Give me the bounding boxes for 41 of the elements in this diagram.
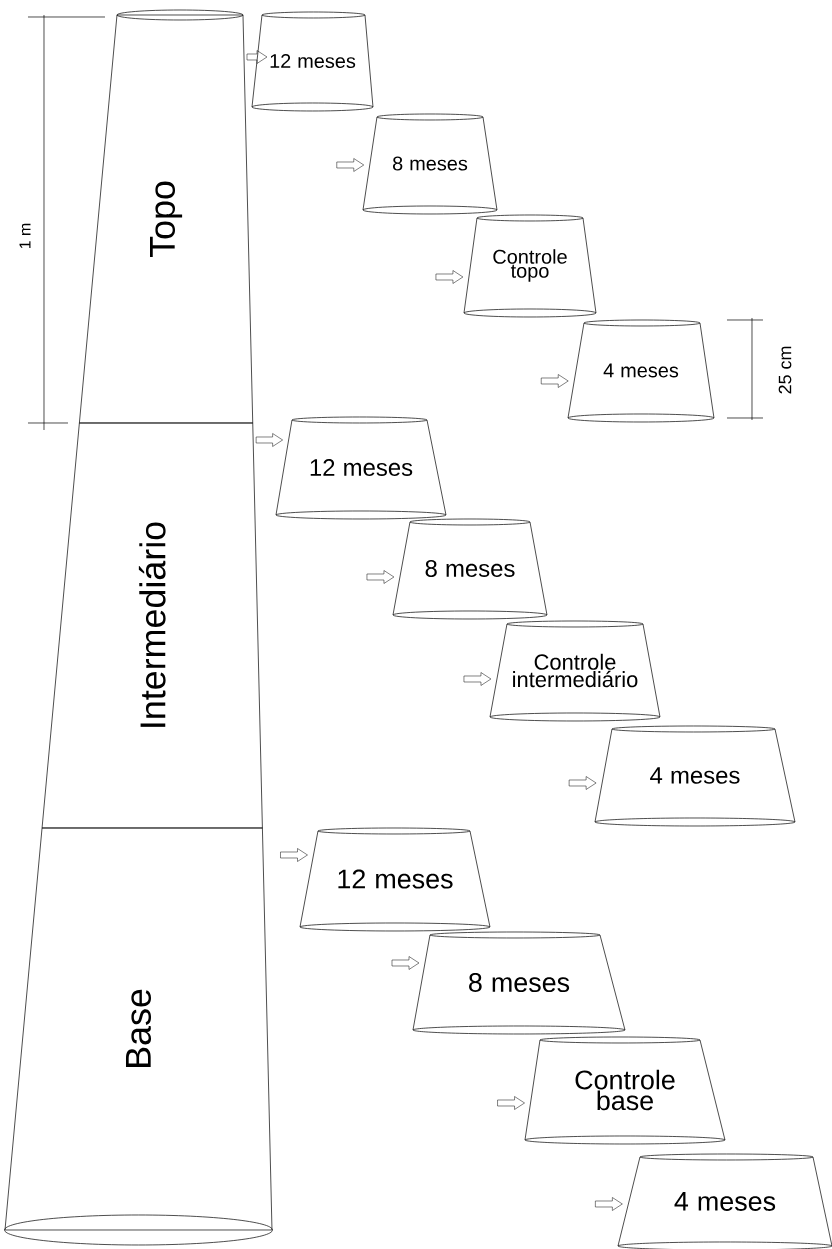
arrow	[541, 374, 569, 388]
arrow	[366, 570, 395, 584]
sample-segment: Controle topo	[463, 214, 597, 318]
sample-segment: 8 meses	[392, 518, 548, 620]
arrow	[568, 776, 597, 790]
sample-segment: 12 meses	[299, 827, 491, 932]
sample-segment: 12 meses	[251, 11, 374, 112]
sample-segment: Controle intermediário	[489, 620, 661, 722]
node-label: 12 meses	[270, 53, 356, 69]
arrow	[336, 158, 364, 172]
node-label: 12 meses	[338, 869, 453, 889]
sample-segment: 12 meses	[275, 416, 447, 520]
sample-segment: 4 meses	[567, 319, 715, 423]
sample-segment: 8 meses	[362, 113, 498, 215]
sample-segment: Controle base	[524, 1036, 726, 1145]
arrow	[391, 956, 420, 970]
cone-section: Base	[4, 827, 273, 1246]
arrow	[435, 270, 464, 284]
cone-section: Topo	[79, 9, 254, 424]
arrow	[280, 848, 308, 862]
dimension-label: 1 m	[19, 223, 31, 249]
node-label: Controle topo	[493, 249, 567, 282]
arrow	[497, 1096, 525, 1110]
dimension-label: 25 cm	[778, 346, 792, 394]
sample-segment: 8 meses	[412, 931, 626, 1035]
arrow	[246, 50, 268, 64]
node-label: 4 meses	[674, 1192, 776, 1211]
node-label: 8 meses	[425, 560, 515, 577]
node-label: Controle base	[575, 1069, 675, 1111]
arrow	[255, 433, 283, 447]
node-label: 4 meses	[603, 363, 679, 378]
node-label: 8 meses	[469, 972, 570, 993]
node-label: 4 meses	[650, 767, 740, 784]
sample-segment: 4 meses	[594, 725, 796, 827]
node-label: 12 meses	[310, 459, 413, 476]
arrow	[463, 672, 492, 686]
node-label: Controle intermediário	[513, 653, 638, 688]
node-label: 8 meses	[392, 156, 468, 171]
cone-section: Intermediário	[41, 422, 263, 829]
sample-segment: 4 meses	[617, 1153, 832, 1249]
arrow	[595, 1197, 623, 1211]
